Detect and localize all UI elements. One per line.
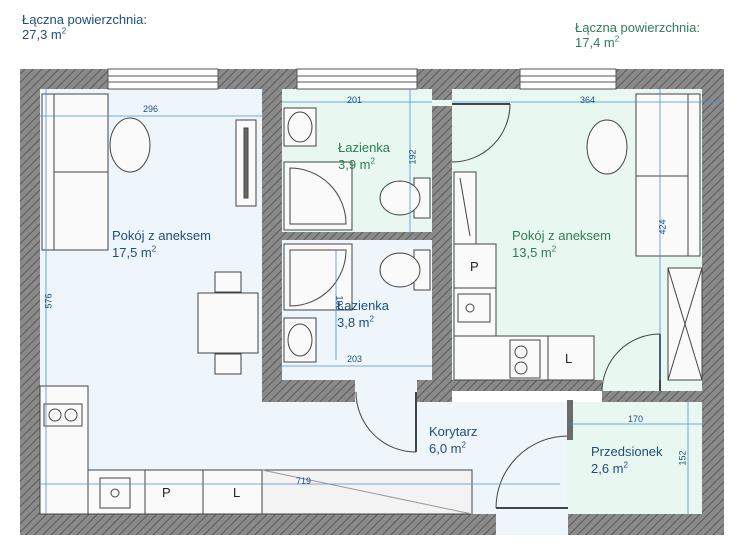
dim-170: 170 (628, 414, 644, 424)
dim-192-top: 192 (407, 149, 418, 165)
table-round-left (109, 117, 151, 173)
room-left-area: 17,5 m (112, 245, 152, 260)
vestibule-fill (567, 402, 702, 514)
bath-bottom-name: Łazienka (337, 298, 390, 313)
dining-table (197, 271, 259, 375)
bath-top-name: Łazienka (338, 140, 391, 155)
window-right (519, 68, 617, 90)
corridor-area: 6,0 m (429, 441, 462, 456)
wall-left (20, 69, 40, 535)
bath-bottom-area: 3,8 m (337, 315, 370, 330)
wall-vestibule-top (602, 391, 702, 402)
sink-bath-bottom (283, 317, 317, 363)
window-bath (296, 68, 418, 90)
table-round-right (586, 119, 628, 175)
appliance-p-right: P (470, 259, 479, 274)
tv-left (235, 119, 257, 207)
vestibule-area: 2,6 m (591, 461, 624, 476)
room-right-sup: 2 (551, 244, 557, 254)
summary-right-value: 17,4 m (575, 35, 615, 50)
wall-bath-right (432, 89, 452, 402)
dim-296: 296 (143, 104, 159, 114)
room-left-label: Pokój z aneksem 17,5 m2 (112, 227, 211, 261)
vestibule-name: Przedsionek (591, 444, 663, 459)
dim-424: 424 (657, 219, 668, 235)
dim-576: 576 (43, 293, 54, 309)
dim-364: 364 (580, 95, 596, 105)
dim-203: 203 (347, 354, 363, 364)
summary-right: Łączna powierzchnia: 17,4 m2 (575, 20, 700, 50)
shower-bath-top (283, 161, 353, 231)
door-vestibule-post (567, 400, 573, 440)
window-left (107, 68, 219, 90)
dim-152: 152 (677, 450, 688, 466)
sofa-right (635, 93, 701, 257)
vestibule-label: Przedsionek 2,6 m2 (591, 443, 663, 477)
summary-left: Łączna powierzchnia: 27,3 m2 (22, 12, 147, 42)
summary-left-title: Łączna powierzchnia: (22, 12, 148, 27)
bath-top-label: Łazienka 3,9 m2 (338, 139, 390, 173)
kitchen-right (453, 243, 595, 381)
dim-192-bottom: 192 (334, 295, 345, 311)
wall-bath-left (262, 89, 282, 402)
dimension-lines (40, 89, 724, 514)
dim-201: 201 (347, 95, 363, 105)
room-left-name: Pokój z aneksem (112, 228, 211, 243)
toilet-bath-bottom (379, 249, 431, 291)
kitchen-left (39, 385, 473, 515)
wall-right-lower (702, 391, 724, 535)
room-right-name: Pokój z aneksem (512, 228, 611, 243)
corridor-sup: 2 (461, 440, 466, 450)
wall-bath-between (282, 232, 432, 240)
appliance-l-left: L (233, 485, 241, 500)
vestibule-sup: 2 (623, 460, 628, 470)
door-bath-top (451, 103, 511, 163)
room-left-sup: 2 (151, 244, 157, 254)
door-bath-bottom (355, 391, 417, 453)
door-entrance (495, 435, 569, 509)
appliance-l-right: L (565, 351, 573, 366)
tv-right (453, 171, 477, 245)
shower-bath-bottom (283, 243, 353, 311)
wardrobe (667, 267, 703, 381)
appliance-p-left: P (162, 485, 171, 500)
dim-719: 719 (296, 476, 312, 486)
bath-bottom-sup: 2 (369, 314, 374, 324)
corridor-name: Korytarz (429, 424, 478, 439)
wall-right-room-bottom (452, 380, 602, 391)
summary-right-sup: 2 (614, 34, 620, 44)
sink-bath-top (283, 107, 317, 147)
bath-bottom-label: Łazienka 3,8 m2 (337, 297, 389, 331)
room-right-label: Pokój z aneksem 13,5 m2 (512, 227, 611, 261)
room-right-area: 13,5 m (512, 245, 552, 260)
wall-bottom (20, 514, 724, 535)
corridor-label: Korytarz 6,0 m2 (429, 423, 477, 457)
sofa-left (41, 93, 109, 251)
wall-right-upper (702, 69, 724, 391)
summary-right-title: Łączna powierzchnia: (575, 20, 701, 35)
bath-top-area: 3,9 m (338, 157, 371, 172)
bath-top-sup: 2 (370, 156, 375, 166)
summary-left-sup: 2 (61, 26, 67, 36)
summary-left-value: 27,3 m (22, 27, 62, 42)
